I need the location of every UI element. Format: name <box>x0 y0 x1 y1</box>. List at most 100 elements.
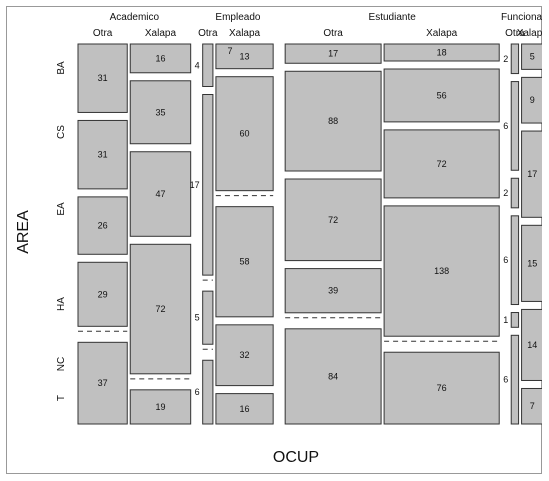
tile-academico-otra-cs-label: 31 <box>98 150 108 160</box>
tile-funcionario-xalapa-ha-label: 15 <box>527 258 537 268</box>
tile-estudiante-xalapa-cs-label: 56 <box>437 90 447 100</box>
tile-academico-otra-ea-label: 26 <box>98 221 108 231</box>
tile-academico-xalapa-ha <box>129 243 192 375</box>
sub-label-estudiante-otra: Otra <box>323 28 343 39</box>
tile-funcionario-otra-nc <box>510 312 520 328</box>
tile-academico-xalapa-ha-label: 72 <box>155 304 165 314</box>
tile-academico-otra-ba-label: 31 <box>98 73 108 83</box>
tile-empleado-otra-cs-label: 17 <box>190 180 200 190</box>
tile-funcionario-otra-nc-label: 1 <box>503 315 508 325</box>
tile-estudiante-otra-cs <box>284 70 382 172</box>
area-label-t: T <box>56 395 67 401</box>
sub-label-funcionario-xalapa: Xalapa <box>517 28 542 39</box>
tile-estudiante-otra-ha-label: 39 <box>328 286 338 296</box>
mosaic-tiles: 3131262937163547721941756136058321617887… <box>77 43 544 425</box>
mosaic-chart: OCUP AREA Academico Empleado Estudiante Fun… <box>6 6 549 474</box>
tile-funcionario-xalapa-cs-label: 9 <box>530 95 535 105</box>
tile-funcionario-xalapa-nc-label: 14 <box>527 340 537 350</box>
tile-estudiante-xalapa-t <box>383 351 500 425</box>
area-label-ea: EA <box>56 202 67 216</box>
tile-academico-otra-ba <box>77 43 128 113</box>
sub-label-academico-otra: Otra <box>93 28 113 39</box>
tile-funcionario-otra-ea-label: 2 <box>503 188 508 198</box>
tile-funcionario-otra-ha <box>510 215 520 306</box>
tile-empleado-xalapa-ba-label: 13 <box>240 51 250 61</box>
tile-academico-otra-ha-label: 29 <box>98 289 108 299</box>
tile-academico-xalapa-ba <box>129 43 192 74</box>
occupation-label-academico: Academico <box>110 12 160 23</box>
tile-empleado-xalapa-nc <box>215 324 274 387</box>
mosaic-svg: OCUP AREA Academico Empleado Estudiante Fun… <box>6 6 549 474</box>
tile-academico-otra-t-label: 37 <box>98 378 108 388</box>
tile-estudiante-otra-t <box>284 328 382 425</box>
tile-academico-xalapa-ea <box>129 151 192 237</box>
tile-academico-otra-ha <box>77 261 128 327</box>
tile-empleado-xalapa-ha-label: 58 <box>240 257 250 267</box>
tile-funcionario-otra-ea <box>510 177 520 209</box>
area-label-nc: NC <box>56 357 67 371</box>
tile-estudiante-xalapa-cs <box>383 68 500 123</box>
occupation-label-empleado: Empleado <box>215 12 260 23</box>
tile-academico-otra-t <box>77 341 128 425</box>
tile-empleado-otra-ba-label: 4 <box>195 60 200 70</box>
tile-funcionario-xalapa-t-label: 7 <box>530 401 535 411</box>
tile-empleado-xalapa-ba-extra-label: 7 <box>227 46 232 56</box>
tile-empleado-xalapa-cs-label: 60 <box>240 129 250 139</box>
tile-estudiante-otra-ea-label: 72 <box>328 215 338 225</box>
tile-estudiante-xalapa-ba <box>383 43 500 62</box>
tile-empleado-xalapa-ba <box>215 43 274 70</box>
area-label-ha: HA <box>56 297 67 311</box>
tile-funcionario-xalapa-ea-label: 17 <box>527 169 537 179</box>
sub-label-academico-xalapa: Xalapa <box>145 28 177 39</box>
sub-labels: OtraXalapaOtraXalapaOtraXalapaOtraXalapa <box>93 28 548 39</box>
tile-empleado-otra-ha-label: 5 <box>195 313 200 323</box>
tile-estudiante-otra-cs-label: 88 <box>328 116 338 126</box>
tile-empleado-otra-cs <box>202 94 214 276</box>
tile-empleado-xalapa-t-label: 16 <box>240 404 250 414</box>
tile-empleado-otra-t <box>202 359 214 425</box>
tile-estudiante-otra-t-label: 84 <box>328 371 338 381</box>
tile-academico-xalapa-cs-label: 35 <box>155 107 165 117</box>
tile-empleado-xalapa-ha <box>215 206 274 318</box>
y-axis-title: AREA <box>15 210 32 254</box>
tile-funcionario-otra-cs <box>510 81 520 171</box>
area-labels: BA CS EA HA NC T <box>56 61 67 401</box>
tile-funcionario-otra-cs-label: 6 <box>503 121 508 131</box>
tile-academico-xalapa-ea-label: 47 <box>155 189 165 199</box>
tile-academico-xalapa-t-label: 19 <box>155 402 165 412</box>
tile-empleado-xalapa-t <box>215 393 274 425</box>
tile-estudiante-xalapa-ha <box>383 205 500 337</box>
sub-label-empleado-otra: Otra <box>198 28 218 39</box>
tile-empleado-xalapa-nc-label: 32 <box>240 350 250 360</box>
tile-estudiante-xalapa-t-label: 76 <box>437 383 447 393</box>
area-label-ba: BA <box>56 61 67 75</box>
tile-academico-otra-ea <box>77 196 128 255</box>
tile-empleado-otra-ba <box>202 43 214 87</box>
sub-label-empleado-xalapa: Xalapa <box>229 28 261 39</box>
tile-empleado-otra-ha <box>202 290 214 345</box>
tile-estudiante-xalapa-ea-label: 72 <box>437 159 447 169</box>
tile-funcionario-otra-t <box>510 334 520 425</box>
sub-label-estudiante-xalapa: Xalapa <box>426 28 458 39</box>
tile-academico-xalapa-t <box>129 389 192 425</box>
tile-academico-otra-cs <box>77 119 128 190</box>
tile-estudiante-xalapa-ea <box>383 129 500 199</box>
tile-academico-xalapa-ba-label: 16 <box>155 53 165 63</box>
x-axis-title: OCUP <box>273 449 319 466</box>
tile-academico-xalapa-cs <box>129 80 192 145</box>
occupation-labels: Academico Empleado Estudiante Funcionario <box>110 12 549 23</box>
tile-funcionario-otra-ha-label: 6 <box>503 255 508 265</box>
area-label-cs: CS <box>56 125 67 139</box>
tile-estudiante-otra-ba-label: 17 <box>328 49 338 59</box>
tile-funcionario-otra-ba <box>510 43 520 75</box>
sub-label-funcionario-otra: Otra <box>505 28 525 39</box>
tile-empleado-otra-t-label: 6 <box>195 387 200 397</box>
tile-estudiante-otra-ha <box>284 268 382 314</box>
occupation-label-estudiante: Estudiante <box>369 12 417 23</box>
occupation-label-funcionario: Funcionario <box>501 12 542 23</box>
tile-funcionario-otra-t-label: 6 <box>503 375 508 385</box>
tile-estudiante-xalapa-ba-label: 18 <box>437 48 447 58</box>
tile-estudiante-otra-ea <box>284 178 382 262</box>
tile-empleado-xalapa-cs <box>215 76 274 192</box>
tile-funcionario-otra-ba-label: 2 <box>503 54 508 64</box>
